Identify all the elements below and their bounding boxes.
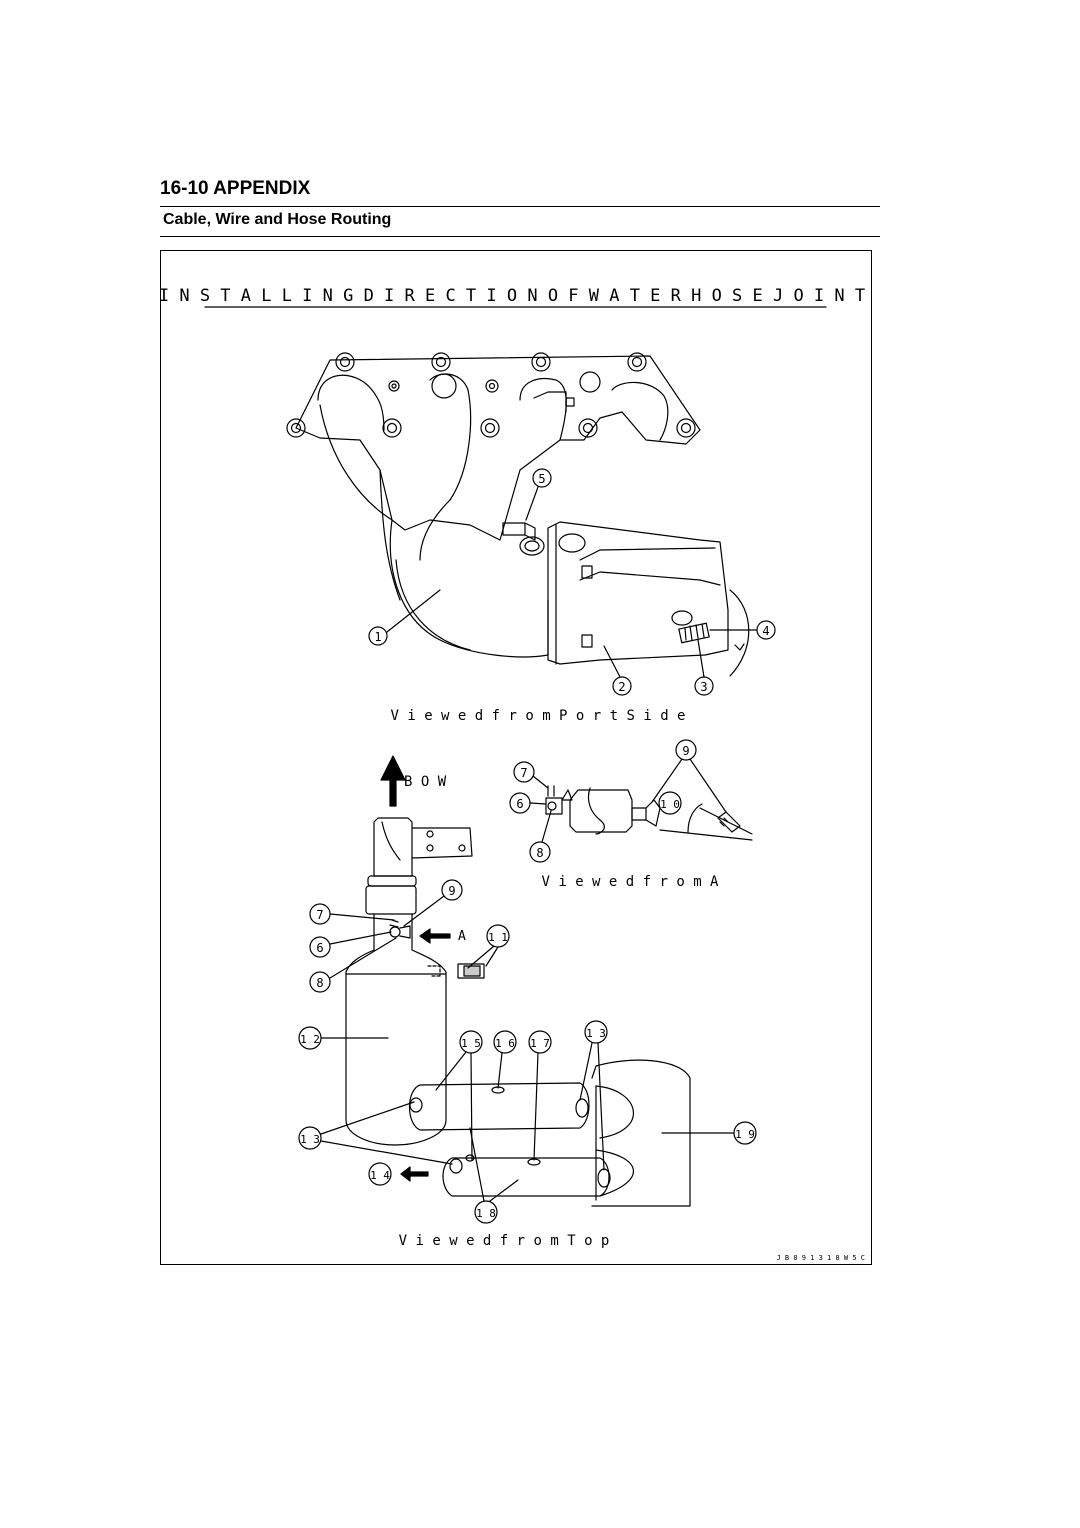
callout-10: 1 0 [660, 798, 680, 811]
callout-19: 1 9 [735, 1128, 755, 1141]
bow-arrow-icon [380, 755, 406, 807]
callout-13-left: 1 3 [300, 1133, 320, 1146]
section-title: 16-10 APPENDIX [160, 178, 311, 199]
bow-label: B O W [404, 774, 447, 790]
callout-2: 2 [618, 680, 625, 694]
figure-title: I N S T A L L I N G D I R E C T I O N O … [159, 286, 865, 306]
callout-6-top: 6 [316, 941, 323, 955]
top-view-drawing [345, 817, 691, 1207]
callouts-top-view: 7 6 8 9 A 1 1 1 2 1 5 1 6 1 7 1 3 1 3 [298, 879, 757, 1224]
header-rule-bottom [160, 236, 880, 237]
figure-frame [160, 250, 872, 1265]
callout-8-top: 8 [316, 976, 323, 990]
subsection-title: Cable, Wire and Hose Routing [163, 211, 392, 228]
callout-3: 3 [700, 680, 707, 694]
callout-8-a: 8 [536, 846, 543, 860]
callout-17: 1 7 [530, 1037, 550, 1050]
callout-9-top: 9 [448, 884, 455, 898]
callout-14: 1 4 [370, 1169, 390, 1182]
callout-6-a: 6 [516, 797, 523, 811]
figure-code: J B 0 9 1 3 1 8 W 5 C [776, 1254, 865, 1262]
callout-11: 1 1 [488, 931, 508, 944]
view-a-label: A [458, 929, 466, 944]
direction-arrow-icon [400, 1166, 429, 1182]
flange-bolts [286, 352, 696, 438]
caption-viewed-from-top: V i e w e d f r o m T o p [399, 1233, 610, 1249]
callout-7-a: 7 [520, 766, 527, 780]
callout-4: 4 [762, 624, 769, 638]
callout-15: 1 5 [461, 1037, 481, 1050]
callout-7-top: 7 [316, 908, 323, 922]
exhaust-manifold-drawing [286, 352, 750, 677]
view-a-arrow-icon [419, 928, 451, 944]
callout-9-a: 9 [682, 744, 689, 758]
callout-5: 5 [538, 472, 545, 486]
callouts-view-a: 7 6 8 9 1 0 [509, 739, 727, 863]
view-a-drawing [545, 785, 753, 841]
caption-viewed-from-a: V i e w e d f r o m A [541, 874, 719, 890]
header-rule-top [160, 206, 880, 207]
caption-viewed-from-port-side: V i e w e d f r o m P o r t S i d e [390, 708, 685, 724]
callout-1: 1 [374, 630, 381, 644]
callouts-port-side: 5 1 2 3 4 [368, 468, 776, 696]
callout-18: 1 8 [476, 1207, 496, 1220]
callout-13-right: 1 3 [586, 1027, 606, 1040]
callout-16: 1 6 [495, 1037, 515, 1050]
callout-12: 1 2 [300, 1033, 320, 1046]
